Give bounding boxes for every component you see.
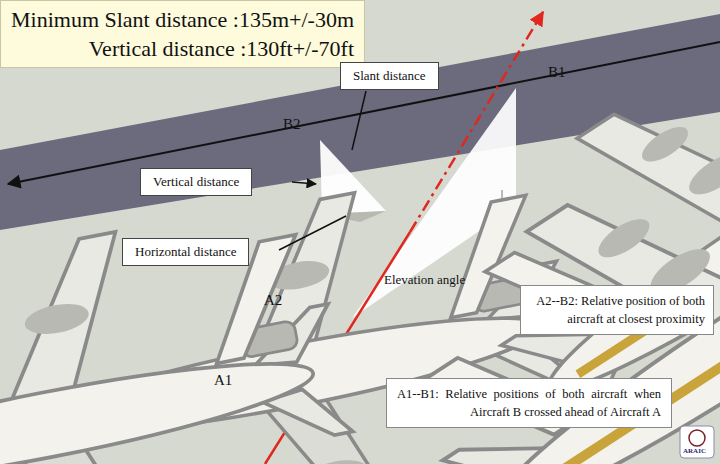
leader-line bbox=[352, 91, 366, 150]
logo-badge bbox=[680, 426, 714, 458]
aircraft-label: A1 bbox=[214, 372, 232, 389]
note-box: A2--B2: Relative position of both aircra… bbox=[520, 285, 714, 335]
node-text: Vertical distance :130ft+/-70ft bbox=[11, 34, 354, 63]
aircraft-label: A2 bbox=[264, 292, 282, 309]
logo-emblem bbox=[689, 430, 705, 446]
node-text: A2--B2: Relative position of both aircra… bbox=[529, 292, 705, 328]
node-text: A1--B1: Relative positions of both aircr… bbox=[397, 385, 661, 421]
aircraft-label: B2 bbox=[283, 116, 301, 133]
node-text: Minimum Slant distance :135m+/-30m bbox=[11, 5, 354, 34]
node-text: Horizontal distance bbox=[135, 244, 236, 260]
aircraft-label: B1 bbox=[548, 64, 566, 81]
callout-box: Slant distance bbox=[340, 62, 439, 90]
callout-box: Horizontal distance bbox=[122, 238, 249, 266]
note-box: A1--B1: Relative positions of both aircr… bbox=[386, 378, 672, 428]
callout-box: Vertical distance bbox=[140, 168, 252, 196]
node-text: Slant distance bbox=[353, 68, 426, 84]
leader-line bbox=[292, 182, 316, 184]
angle-label: Elevation angle bbox=[384, 272, 465, 288]
aircraft-b2 bbox=[0, 195, 376, 464]
logo-text: ARAIC bbox=[683, 447, 706, 455]
node-text: Vertical distance bbox=[153, 174, 239, 190]
spec-box: Minimum Slant distance :135m+/-30mVertic… bbox=[0, 0, 365, 68]
leader-line bbox=[279, 216, 346, 250]
